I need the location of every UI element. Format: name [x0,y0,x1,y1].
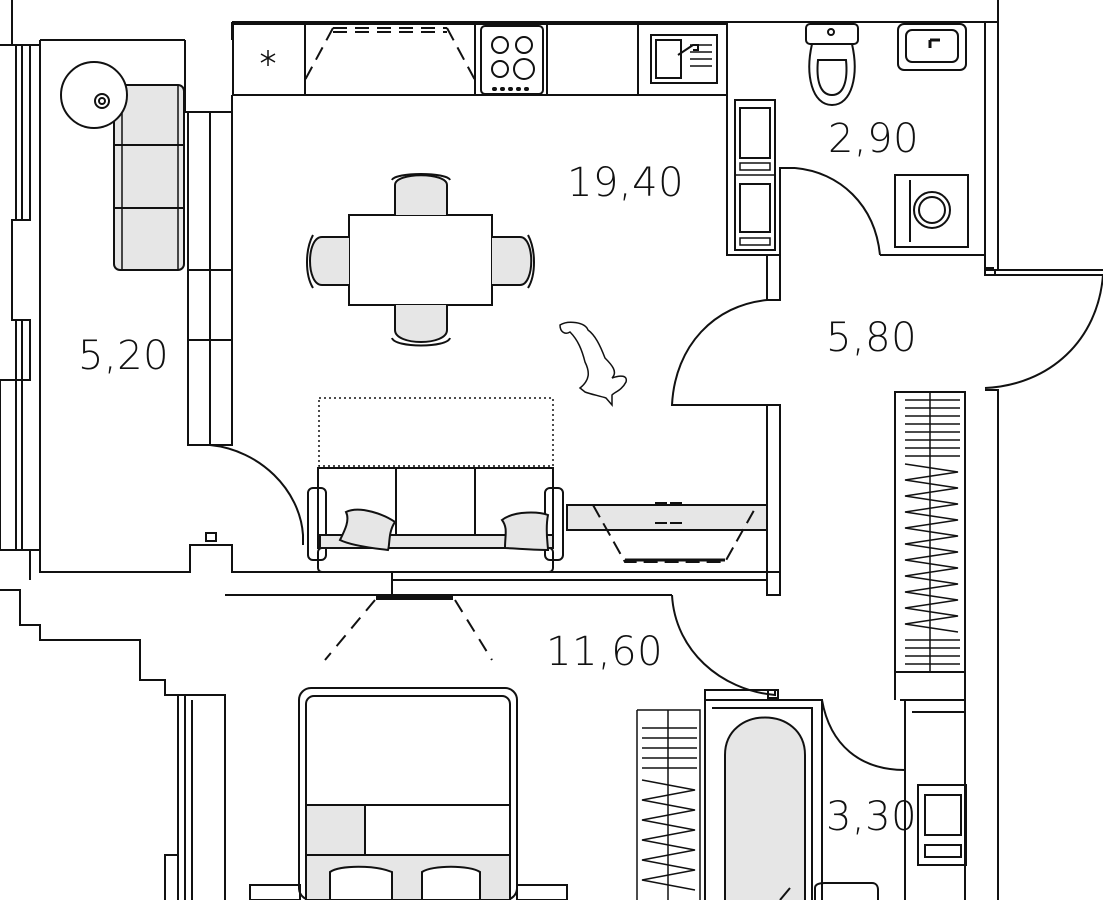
wall-marks [205,267,994,699]
dining-table [306,173,535,347]
bedroom-area-label: 11,60 [546,629,664,675]
sofa [307,397,564,573]
balcony-door [209,444,304,545]
doors [209,167,1103,771]
tv-unit [566,502,768,563]
washbasin-icon [897,23,967,71]
sink-icon [650,34,718,84]
bath-door [821,699,906,771]
cat-icon [559,321,628,408]
bathroom-fixtures [814,784,967,900]
toilet-icon [805,23,859,107]
floor-lamp-icon [60,61,128,129]
bedroom-furniture [249,594,568,900]
wc-door [794,167,881,256]
washing-machine-icon [894,174,969,248]
bathroom-area-label: 3,30 [826,794,918,840]
entry-door [984,274,1103,389]
bedroom-wardrobe [636,709,701,900]
wc [805,23,969,248]
kitchen-living-area-label: 19,40 [567,160,685,206]
balcony-area-label: 5,20 [78,333,170,379]
stove-icon [480,25,544,95]
hall-door-left [670,299,768,406]
kitchen [232,23,776,251]
bathtub-icon [724,716,806,900]
wc-area-label: 2,90 [828,116,920,162]
hall-wardrobe [904,392,960,672]
hall-area-label: 5,80 [826,315,918,361]
bedroom-door [671,594,776,697]
snowflake-icon [260,50,276,66]
balcony-furniture [60,61,185,271]
